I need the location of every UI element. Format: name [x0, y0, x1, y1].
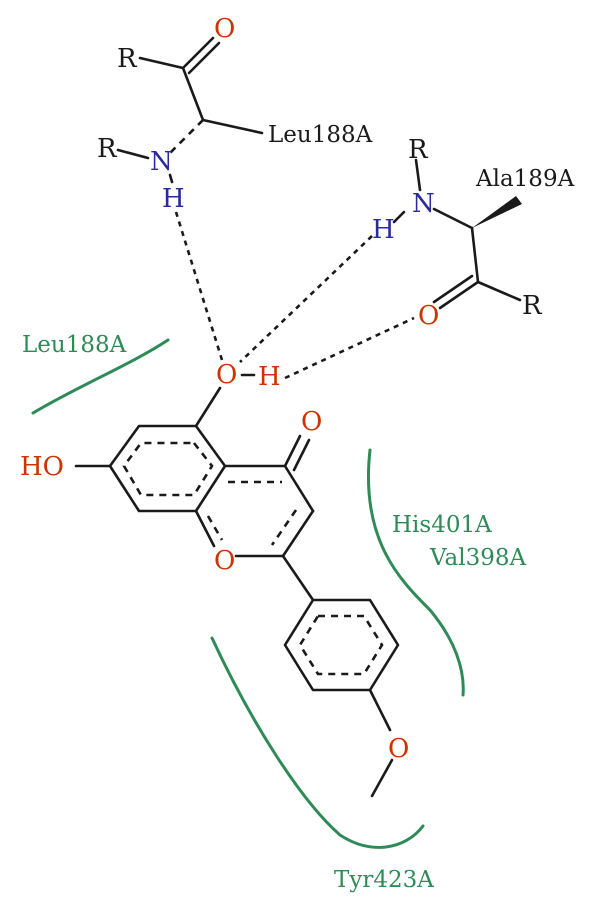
atom-h-hydroxyl: H — [258, 362, 281, 392]
atom-o-carbonyl-top: O — [214, 14, 235, 44]
atom-r-nh-left: R — [97, 134, 118, 164]
hbond-oh-to-ala-co — [284, 316, 415, 380]
atom-o-hydroxyl: O — [216, 360, 237, 390]
atom-ho: HO — [20, 452, 64, 482]
hbond-ala-nh-to-oh — [239, 235, 373, 363]
atom-n-left: N — [150, 147, 173, 177]
contact-arc-his-val — [367, 448, 465, 697]
atom-r-nh-right: R — [408, 135, 429, 165]
atom-o-methoxy: O — [388, 734, 409, 764]
ala189a-backbone — [392, 158, 522, 310]
atom-r-right: R — [522, 291, 543, 321]
atom-o-ketone: O — [301, 407, 322, 437]
flavone-core — [74, 386, 400, 798]
atom-r-top: R — [117, 44, 138, 74]
residue-label-leu188a-left: Leu188A — [22, 332, 127, 358]
residue-label-val398a: Val398A — [429, 545, 526, 571]
atom-o-carbonyl-right: O — [418, 301, 439, 331]
residue-label-tyr423a: Tyr423A — [334, 867, 434, 893]
atom-n-right: N — [412, 189, 435, 219]
residue-label-his401a: His401A — [392, 512, 492, 538]
residue-label-leu188a-top: Leu188A — [268, 122, 373, 148]
hbond-leu-nh-to-oh — [174, 211, 224, 361]
residue-label-ala189a: Ala189A — [475, 166, 575, 192]
leu188a-backbone — [116, 36, 264, 184]
contact-arc-leu188a — [31, 338, 170, 415]
atom-h-left: H — [162, 184, 185, 214]
atom-o-ring: O — [214, 546, 235, 576]
atom-h-right: H — [372, 215, 395, 245]
contact-arc-tyr423a — [210, 636, 425, 849]
